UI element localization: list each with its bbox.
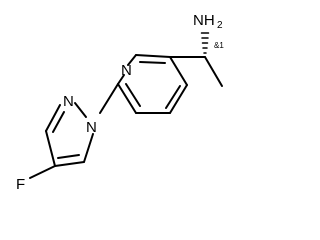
bond-pz-c5-c4 xyxy=(54,161,85,167)
bond-py-c2-c3-inner xyxy=(139,61,166,64)
bond-pz-n1-c5 xyxy=(83,133,94,163)
atom-pyridine-n: N xyxy=(121,62,132,79)
bond-pz-c4-c3 xyxy=(45,130,56,167)
atom-fluorine: F xyxy=(16,176,25,193)
bond-pz-n2-n1 xyxy=(74,102,87,118)
atom-amine-label: NH xyxy=(193,12,215,29)
hashed-wedge-bond xyxy=(200,32,210,54)
bond-py-c3-c4 xyxy=(169,56,188,86)
bond-py-c6-c7 xyxy=(117,83,137,114)
bond-py-c6-c7-inner xyxy=(125,83,141,107)
atom-amine-subscript: 2 xyxy=(217,20,223,31)
bond-py-c7-n xyxy=(117,74,125,85)
bond-py-to-pz xyxy=(99,83,119,114)
stereo-label: &1 xyxy=(214,41,224,50)
bond-c4-f xyxy=(29,165,56,179)
atom-pyrazole-n1: N xyxy=(86,119,97,136)
structure-svg: NH 2 &1 N N N F xyxy=(16,12,224,193)
bond-py-n-c2 xyxy=(127,54,137,66)
bond-py-c4-c5-inner xyxy=(165,85,181,109)
bond-pz-c5-c4-inner xyxy=(57,154,80,159)
bond-pz-c3-n2-inner xyxy=(52,111,65,133)
bond-pz-c3-n2 xyxy=(45,104,61,132)
bond-py-c2-c3 xyxy=(135,54,171,58)
bond-py-c4-c5 xyxy=(169,84,188,114)
molecule-drawing: NH 2 &1 N N N F xyxy=(16,12,224,193)
atom-pyrazole-n2: N xyxy=(63,93,74,110)
bond-chiral-methyl xyxy=(204,56,223,87)
